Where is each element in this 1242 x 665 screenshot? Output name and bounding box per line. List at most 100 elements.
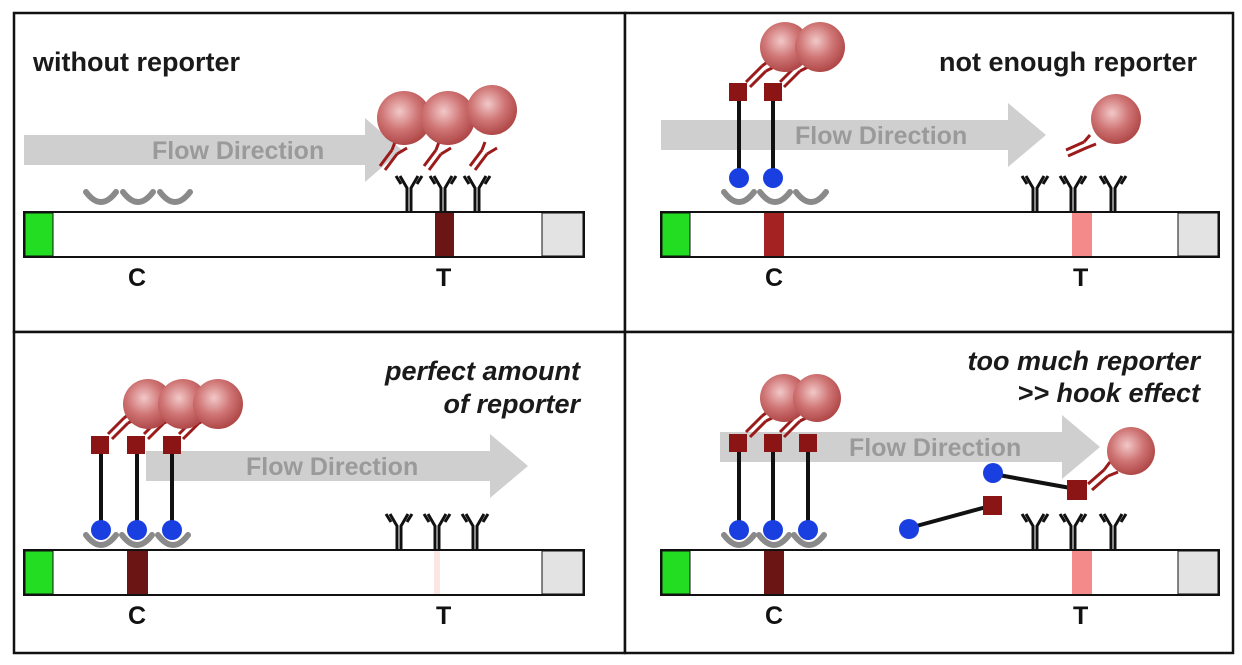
- test-strip: [23, 211, 585, 258]
- y-antibody-icon: [422, 513, 452, 550]
- cup-receptor-icon: [757, 189, 793, 205]
- test-strip: [660, 211, 1220, 258]
- y-antibody-icon: [1020, 175, 1050, 212]
- analyte-tag-icon: [729, 434, 747, 452]
- analyte-tag-icon: [764, 83, 782, 101]
- reporter-antibody-icon: [778, 58, 811, 89]
- reporter-antibody-icon: [422, 141, 452, 171]
- cup-receptor-icon: [120, 189, 156, 205]
- blue-analyte-icon: [729, 168, 749, 188]
- sample-pad-icon: [24, 212, 54, 257]
- reporter-antibody-icon: [744, 408, 777, 439]
- flow-direction-label: Flow Direction: [849, 434, 1021, 462]
- reporter-conjugates: [377, 85, 517, 171]
- captured-complexes: [729, 374, 841, 540]
- y-antibody-icon: [428, 175, 458, 212]
- analyte-tag-icon: [163, 436, 181, 454]
- blue-analyte-icon: [127, 520, 147, 540]
- panel-perfect-amount: Flow Direction: [23, 356, 585, 630]
- cup-receptor-icon: [155, 532, 191, 548]
- reporter-antibody-icon: [1087, 461, 1119, 492]
- absorbent-pad-icon: [541, 212, 584, 257]
- test-line-label: T: [436, 264, 451, 292]
- test-line: [1072, 213, 1092, 256]
- y-antibody-icon: [462, 175, 492, 212]
- blue-analyte-icon: [798, 520, 818, 540]
- capture-antibodies: [1020, 513, 1128, 550]
- blue-analyte-icon: [899, 519, 919, 539]
- flow-direction-label: Flow Direction: [152, 137, 324, 165]
- analyte-tag-icon: [127, 436, 145, 454]
- panel-title: too much reporter: [967, 346, 1201, 376]
- control-line-label: C: [765, 602, 783, 630]
- test-line: [435, 213, 454, 256]
- cup-receptor-icon: [721, 189, 757, 205]
- y-antibody-icon: [394, 175, 424, 212]
- gold-nanoparticle-icon: [377, 91, 431, 145]
- test-line: [1072, 551, 1092, 594]
- gold-nanoparticle-icon: [123, 379, 173, 429]
- panel-title: perfect amount: [384, 356, 581, 386]
- gold-nanoparticle-icon: [793, 374, 841, 422]
- blue-analyte-icon: [983, 463, 1003, 483]
- gold-nanoparticle-icon: [795, 22, 845, 72]
- y-antibody-icon: [1058, 513, 1088, 550]
- capture-antibodies: [1020, 175, 1128, 212]
- cup-receptor-icon: [756, 532, 792, 548]
- blue-analyte-icon: [763, 168, 783, 188]
- gold-nanoparticle-icon: [158, 379, 208, 429]
- control-line: [764, 551, 784, 594]
- flow-direction-label: Flow Direction: [246, 453, 418, 481]
- panel-not-enough-reporter: Flow Direction: [660, 22, 1220, 292]
- panel-title: not enough reporter: [939, 47, 1197, 77]
- control-receptors: [721, 532, 827, 548]
- absorbent-pad-icon: [1177, 212, 1219, 257]
- cup-receptor-icon: [793, 189, 829, 205]
- sample-pad-icon: [661, 212, 691, 257]
- test-line-label: T: [1073, 602, 1088, 630]
- blue-analyte-icon: [162, 520, 182, 540]
- sample-pad-icon: [661, 550, 691, 595]
- y-antibody-icon: [1058, 175, 1088, 212]
- cup-receptor-icon: [157, 189, 193, 205]
- test-line-label: T: [1073, 264, 1088, 292]
- gold-nanoparticle-icon: [467, 85, 517, 135]
- reporter-antibody-icon: [106, 410, 139, 441]
- reporter-antibody-icon: [378, 141, 408, 171]
- free-reporter: [1065, 94, 1141, 158]
- analyte-tag-icon: [1067, 480, 1087, 500]
- cup-receptor-icon: [83, 189, 119, 205]
- panel-frame-4: [623, 330, 1235, 655]
- reporter-antibody-icon: [744, 58, 777, 89]
- test-strip: [660, 549, 1220, 596]
- capture-antibodies: [384, 513, 490, 550]
- y-antibody-icon: [1098, 513, 1128, 550]
- flow-arrow: [24, 118, 402, 182]
- cup-receptor-icon: [791, 532, 827, 548]
- blue-analyte-icon: [91, 520, 111, 540]
- analyte-tag-icon: [729, 83, 747, 101]
- panel-too-much-reporter: Flow Direction: [660, 346, 1220, 630]
- cup-receptor-icon: [721, 532, 757, 548]
- gold-nanoparticle-icon: [760, 374, 808, 422]
- panel-title: without reporter: [32, 47, 240, 77]
- analyte-tag-icon: [983, 496, 1002, 515]
- gold-nanoparticle-icon: [1091, 94, 1141, 144]
- analyte-tag-icon: [91, 436, 109, 454]
- panel-title-line-2: >> hook effect: [1017, 378, 1201, 408]
- gold-nanoparticle-icon: [1107, 427, 1155, 475]
- analyte-linker: [908, 504, 991, 530]
- captured-complexes: [729, 22, 845, 188]
- analyte-tag-icon: [764, 434, 782, 452]
- control-line: [764, 213, 784, 256]
- control-line-label: C: [128, 602, 146, 630]
- gold-nanoparticle-icon: [760, 22, 810, 72]
- analyte-tag-icon: [799, 434, 817, 452]
- y-antibody-icon: [384, 513, 414, 550]
- gold-nanoparticle-icon: [193, 379, 243, 429]
- reporter-antibody-icon: [468, 141, 498, 171]
- control-receptors: [83, 189, 193, 205]
- test-line-label: T: [436, 602, 451, 630]
- flow-arrow: [146, 434, 528, 498]
